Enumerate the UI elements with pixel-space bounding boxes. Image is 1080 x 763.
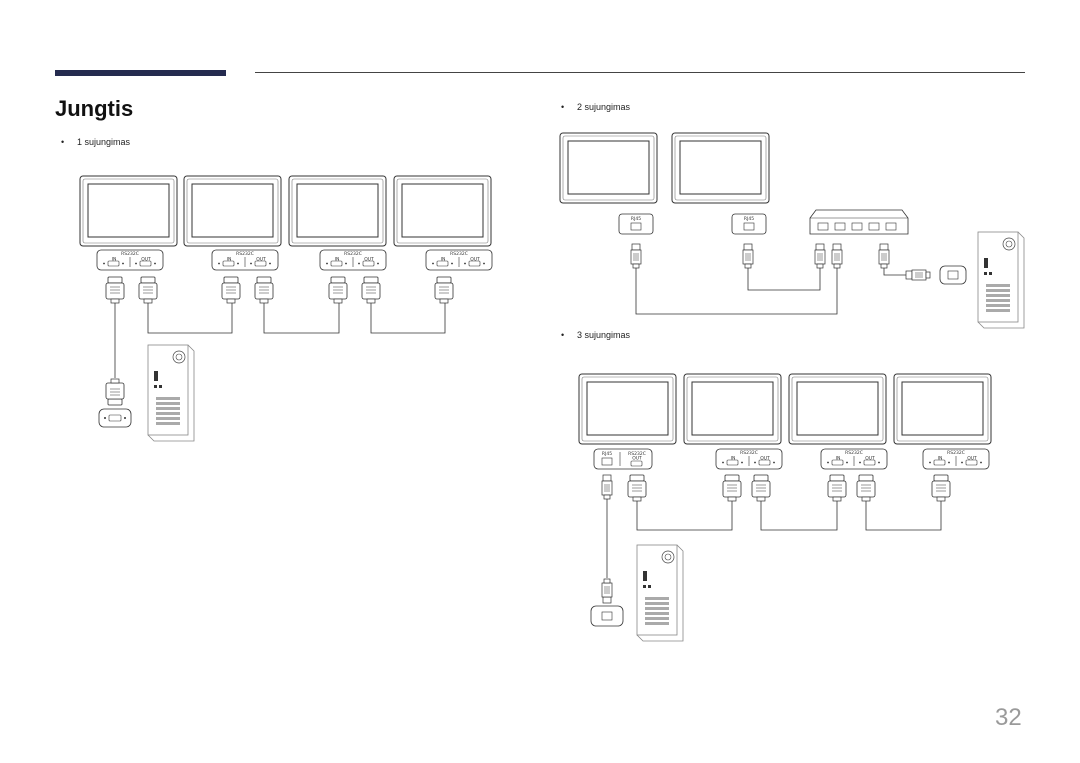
svg-text:RS232C: RS232C: [845, 450, 863, 456]
monitor: [893, 373, 992, 445]
svg-text:IN: IN: [731, 456, 736, 462]
network-hub: [809, 209, 909, 235]
svg-text:IN: IN: [335, 257, 340, 263]
rj45-plug: [601, 474, 613, 500]
section-2-label: 2 sujungimas: [577, 102, 631, 112]
dsub-connector: [627, 474, 647, 502]
svg-text:RS232C: RS232C: [121, 251, 139, 257]
dsub-connector: [254, 276, 274, 304]
svg-text:IN: IN: [227, 257, 232, 263]
header-accent-bar: [55, 70, 226, 76]
diagram-2: RJ45 RJ45: [559, 132, 1025, 329]
dsub-connector: [221, 276, 241, 304]
svg-text:RS232C: RS232C: [236, 251, 254, 257]
monitor: [288, 175, 387, 247]
svg-text:OUT: OUT: [760, 456, 770, 462]
section-3-heading: • 3 sujungimas: [561, 330, 630, 340]
page-number: 32: [995, 704, 1022, 731]
rj45-plug: [814, 243, 826, 269]
dsub-connector: [105, 378, 125, 406]
svg-text:RJ45: RJ45: [631, 216, 641, 222]
rj45-port: RJ45: [618, 213, 654, 235]
dsub-connector: [722, 474, 742, 502]
svg-text:OUT: OUT: [470, 257, 480, 263]
svg-text:RS232C: RS232C: [450, 251, 468, 257]
svg-text:RS232C: RS232C: [628, 451, 646, 457]
header-rule: [255, 72, 1025, 73]
page-title: Jungtis: [55, 96, 134, 121]
svg-text:RS232C: RS232C: [947, 450, 965, 456]
port-panel: RS232C IN OUT: [715, 448, 783, 470]
svg-text:RJ45: RJ45: [744, 216, 754, 222]
bullet-icon: •: [561, 102, 565, 112]
svg-text:OUT: OUT: [364, 257, 374, 263]
rj45-plug: [630, 243, 642, 269]
svg-text:OUT: OUT: [141, 257, 151, 263]
dsub-connector: [328, 276, 348, 304]
svg-text:IN: IN: [112, 257, 117, 263]
section-2-heading: • 2 sujungimas: [561, 102, 630, 112]
section-1-heading: • 1 sujungimas: [61, 137, 130, 147]
dsub-connector: [931, 474, 951, 502]
section-1-label: 1 sujungimas: [77, 137, 131, 147]
bullet-icon: •: [61, 137, 65, 147]
port-panel: RS232C IN OUT: [820, 448, 888, 470]
pc-lan-port: [939, 265, 967, 285]
monitor: [578, 373, 677, 445]
dsub-connector: [827, 474, 847, 502]
port-panel: RS232C IN OUT: [319, 249, 387, 271]
svg-text:RS232C: RS232C: [740, 450, 758, 456]
svg-text:OUT: OUT: [632, 456, 642, 462]
dsub-connector: [138, 276, 158, 304]
rj45-plug: [601, 578, 613, 604]
pc-lan-port: [590, 605, 624, 627]
port-panel: RS232C IN OUT: [211, 249, 279, 271]
monitor: [79, 175, 178, 247]
svg-text:OUT: OUT: [256, 257, 266, 263]
port-panel: RS232C IN OUT: [96, 249, 164, 271]
port-panel: RJ45 RS232C OUT: [593, 448, 653, 470]
rj45-plug: [742, 243, 754, 269]
rj45-plug: [878, 243, 890, 269]
monitor: [671, 132, 770, 204]
svg-text:RS232C: RS232C: [344, 251, 362, 257]
svg-text:OUT: OUT: [967, 456, 977, 462]
svg-text:RJ45: RJ45: [602, 451, 612, 457]
dsub-connector: [856, 474, 876, 502]
monitor: [559, 132, 658, 204]
monitor: [788, 373, 887, 445]
port-panel: RS232C IN OUT: [425, 249, 493, 271]
pc-tower: [147, 344, 195, 442]
dsub-connector: [105, 276, 125, 304]
svg-text:IN: IN: [836, 456, 841, 462]
pc-tower: [636, 544, 684, 642]
diagram-3: RJ45 RS232C OUT RS232C IN OUT RS232C IN …: [578, 373, 992, 642]
rj45-plug: [831, 243, 843, 269]
pc-serial-port: [98, 408, 132, 428]
dsub-connector: [434, 276, 454, 304]
svg-text:OUT: OUT: [865, 456, 875, 462]
rj45-plug: [905, 269, 931, 281]
diagram-1: RS232C IN OUT RS232C IN OUT RS232C IN OU…: [79, 175, 493, 442]
svg-text:IN: IN: [938, 456, 943, 462]
rj45-port: RJ45: [731, 213, 767, 235]
section-3-label: 3 sujungimas: [577, 330, 631, 340]
svg-text:IN: IN: [441, 257, 446, 263]
monitor: [683, 373, 782, 445]
monitor: [183, 175, 282, 247]
bullet-icon: •: [561, 330, 565, 340]
dsub-connector: [751, 474, 771, 502]
monitor: [393, 175, 492, 247]
dsub-connector: [361, 276, 381, 304]
pc-tower: [977, 231, 1025, 329]
port-panel: RS232C IN OUT: [922, 448, 990, 470]
